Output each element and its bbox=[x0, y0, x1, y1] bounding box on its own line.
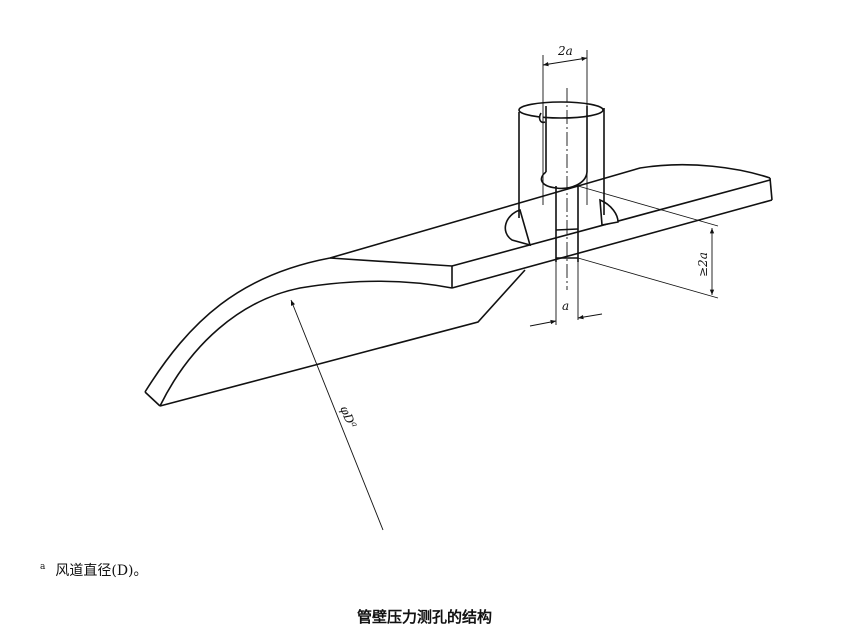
figure-caption: 管壁压力测孔的结构 bbox=[356, 608, 492, 626]
duct-wall bbox=[144, 163, 773, 407]
label-depth: ≥2a bbox=[696, 252, 710, 277]
tap-fitting bbox=[504, 101, 619, 262]
dimension-lines bbox=[290, 50, 719, 531]
label-2a: 2a bbox=[557, 44, 573, 58]
label-diameter: φDa bbox=[337, 404, 360, 431]
label-a: a bbox=[562, 299, 569, 313]
diameter-leader bbox=[290, 299, 384, 531]
